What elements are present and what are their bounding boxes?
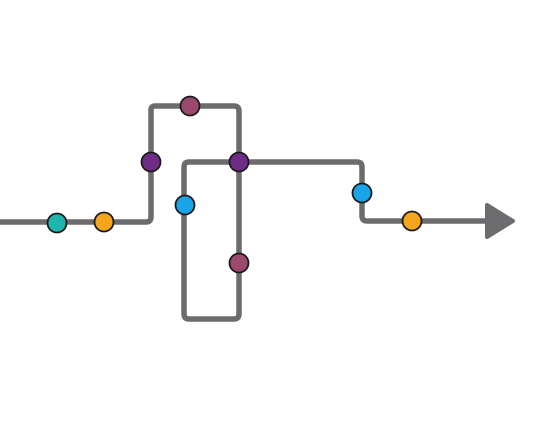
flow-nodes [46, 95, 423, 274]
blue-node-1 [174, 194, 196, 216]
mauve-node-2 [228, 252, 250, 274]
orange-node-2 [401, 210, 423, 232]
purple-node-2 [228, 151, 250, 173]
main-flow-path [0, 103, 495, 322]
orange-node-1 [93, 211, 115, 233]
mauve-node-1 [179, 95, 201, 117]
arrow-right-icon [485, 203, 515, 239]
flow-lines [0, 103, 495, 322]
blue-node-2 [351, 182, 373, 204]
teal-node [46, 212, 68, 234]
purple-node-1 [140, 151, 162, 173]
